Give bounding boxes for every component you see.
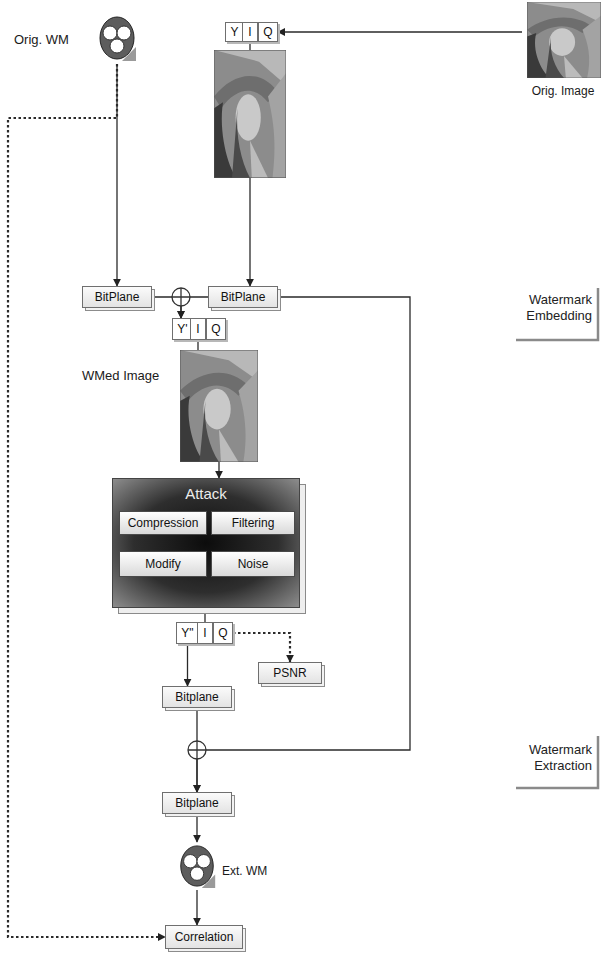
node-label: Attack bbox=[113, 479, 299, 502]
watermark-icon bbox=[100, 17, 136, 61]
node-label: Compression bbox=[128, 516, 199, 530]
connector bbox=[187, 644, 188, 686]
node-label: Correlation bbox=[175, 930, 234, 944]
node-label: Q bbox=[263, 25, 272, 39]
node-label: Orig. WM bbox=[14, 32, 69, 47]
extracted-watermark: Ext. WM bbox=[176, 842, 276, 890]
xor-symbol bbox=[188, 741, 206, 759]
connector bbox=[218, 462, 219, 478]
channel-cell: I bbox=[197, 622, 213, 644]
node-label: BitPlane bbox=[95, 290, 140, 304]
node-label: WMed Image bbox=[82, 368, 159, 383]
node-label: Q bbox=[218, 626, 227, 640]
node-label: PSNR bbox=[273, 666, 306, 680]
node-label: I bbox=[203, 626, 206, 640]
node-label: Bitplane bbox=[175, 796, 218, 810]
node-label: Y' bbox=[177, 322, 187, 336]
node-label: Y bbox=[230, 25, 238, 39]
image-source: Orig. Image bbox=[522, 0, 604, 104]
connector bbox=[204, 608, 205, 622]
channel-cell: I bbox=[242, 22, 258, 42]
node-label: Ext. WM bbox=[222, 864, 267, 878]
bitplane-box: Bitplane bbox=[162, 792, 232, 814]
metric-box: PSNR bbox=[258, 662, 322, 684]
connector bbox=[278, 31, 522, 32]
watermark-source: Orig. WM bbox=[10, 14, 140, 64]
node-label: Modify bbox=[145, 557, 180, 571]
node-label: BitPlane bbox=[221, 290, 266, 304]
connector bbox=[197, 340, 198, 350]
connector bbox=[196, 814, 197, 842]
correlation-box: Correlation bbox=[165, 925, 243, 949]
watermarked-image: WMed Image bbox=[60, 350, 260, 462]
attack-type-box: Modify bbox=[119, 551, 207, 577]
section-label: Watermark Extraction bbox=[492, 742, 592, 774]
channel-cell: Q bbox=[206, 318, 226, 340]
node-label: Noise bbox=[238, 557, 269, 571]
connector bbox=[233, 633, 290, 662]
channel-cell: Q bbox=[258, 22, 278, 42]
node-label: Y" bbox=[181, 626, 193, 640]
attack-type-box: Noise bbox=[211, 551, 295, 577]
node-label: Bitplane bbox=[175, 690, 218, 704]
channel-cell: I bbox=[190, 318, 206, 340]
watermarked-image-picture bbox=[180, 350, 258, 462]
xor-symbol bbox=[172, 288, 190, 306]
connector bbox=[116, 64, 117, 286]
section-label: Watermark Embedding bbox=[492, 292, 592, 324]
original-image-picture bbox=[527, 2, 601, 78]
node-label: I bbox=[248, 25, 251, 39]
watermark-icon bbox=[181, 846, 215, 888]
bitplane-box: Bitplane bbox=[162, 686, 232, 708]
node-label: I bbox=[196, 322, 199, 336]
attack-panel: AttackCompression FilteringModify Noise bbox=[112, 478, 300, 608]
channel-cell: Y" bbox=[176, 622, 199, 644]
connector bbox=[196, 890, 197, 925]
bitplane-box: BitPlane bbox=[82, 286, 152, 308]
node-label: Orig. Image bbox=[522, 84, 604, 98]
attack-type-box: Filtering bbox=[211, 511, 295, 535]
bitplane-box: BitPlane bbox=[208, 286, 278, 308]
luminance-image-picture bbox=[214, 50, 286, 178]
channel-cell: Q bbox=[213, 622, 233, 644]
node-label: Filtering bbox=[232, 516, 275, 530]
node-label: Q bbox=[211, 322, 220, 336]
attack-type-box: Compression bbox=[119, 511, 207, 535]
